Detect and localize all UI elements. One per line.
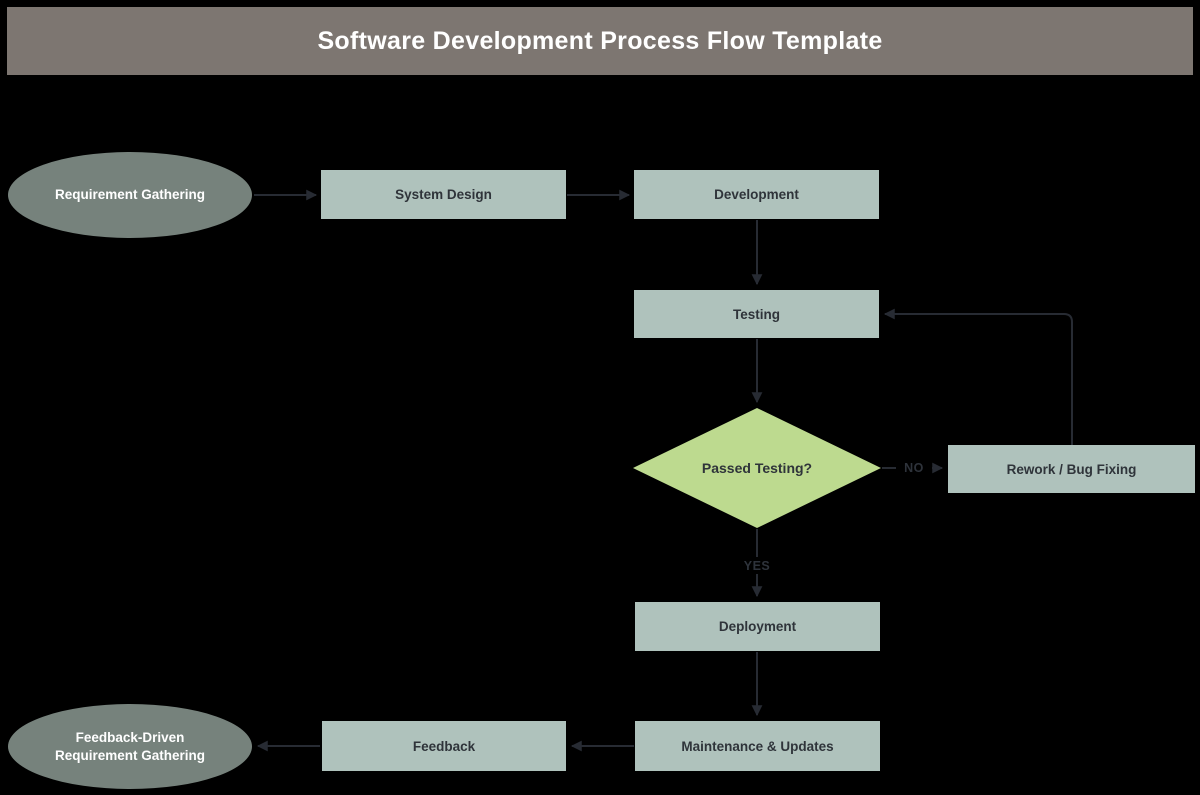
node-feedback: Feedback	[322, 721, 566, 771]
node-testing: Testing	[634, 290, 879, 338]
node-deployment: Deployment	[635, 602, 880, 651]
node-feedback-driven-requirement-gathering: Feedback-Driven Requirement Gathering	[8, 704, 252, 789]
node-label: Feedback	[412, 738, 476, 754]
page-title: Software Development Process Flow Templa…	[317, 26, 883, 55]
node-maintenance-updates: Maintenance & Updates	[635, 721, 880, 771]
node-label: Development	[714, 187, 799, 202]
node-label: Passed Testing?	[701, 460, 813, 476]
node-label: Feedback-Driven Requirement Gathering	[54, 729, 206, 763]
node-rework-bug-fixing: Rework / Bug Fixing	[948, 445, 1195, 493]
edge-label-no: NO	[896, 460, 932, 476]
title-bar: Software Development Process Flow Templa…	[7, 7, 1193, 75]
node-system-design: System Design	[321, 170, 566, 219]
edge-rework-to-testing	[883, 308, 1073, 445]
node-development: Development	[634, 170, 879, 219]
node-label: Maintenance & Updates	[681, 738, 834, 754]
edge-label-yes: YES	[736, 557, 778, 574]
node-label: Deployment	[718, 619, 797, 634]
node-label: Requirement Gathering	[54, 187, 206, 203]
node-label: Rework / Bug Fixing	[1006, 461, 1137, 477]
node-label: System Design	[395, 187, 492, 202]
node-label: Testing	[733, 306, 780, 322]
node-requirement-gathering: Requirement Gathering	[8, 152, 252, 238]
